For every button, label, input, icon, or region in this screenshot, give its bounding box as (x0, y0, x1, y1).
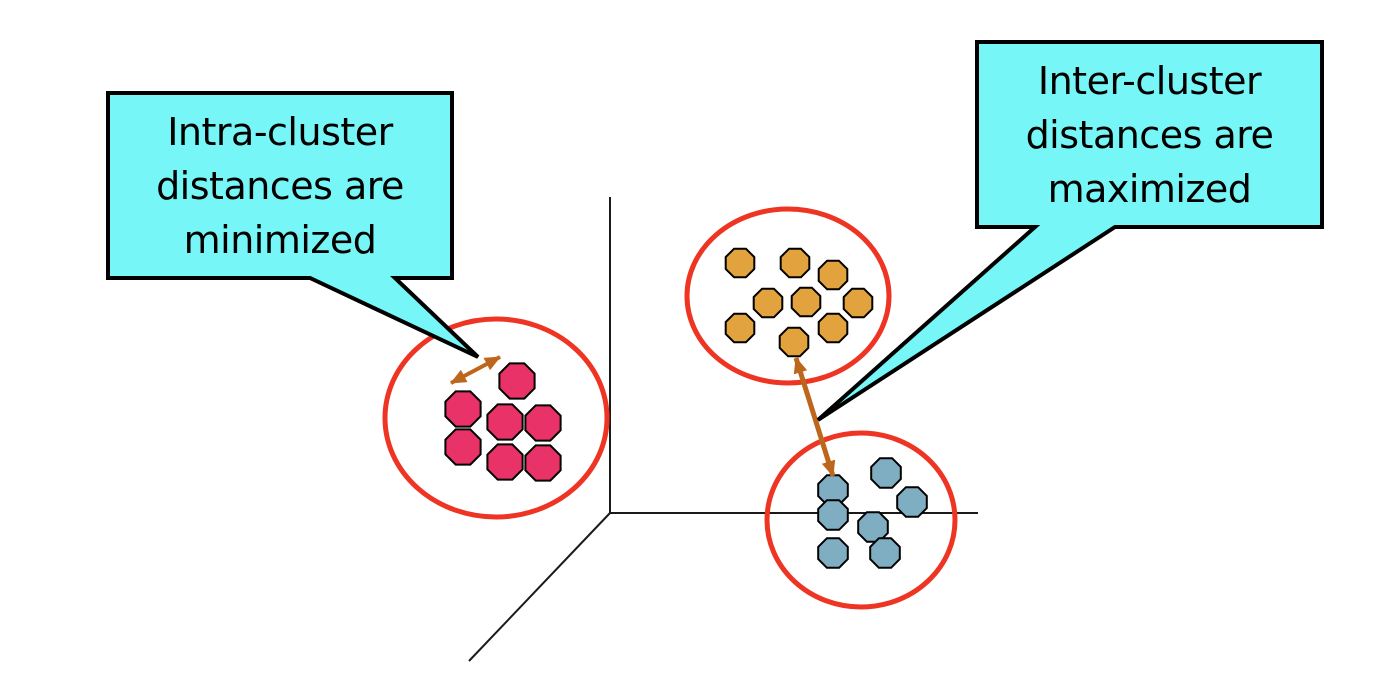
pink-cluster-ring (382, 316, 610, 520)
pink-cluster-point-octagon (524, 444, 562, 482)
orange-cluster-point-octagon (817, 259, 849, 291)
blue-cluster-point-octagon (870, 457, 902, 489)
orange-cluster-point-octagon (779, 247, 811, 279)
blue-cluster-point-octagon (817, 537, 849, 569)
blue-cluster-ring (764, 430, 958, 610)
pink-cluster-point-octagon (444, 390, 482, 428)
axis-diagonal (468, 512, 611, 662)
pink-cluster (382, 316, 610, 520)
orange-cluster-point-octagon (790, 286, 822, 318)
inter-cluster-callout-shape (816, 40, 1324, 422)
blue-cluster (764, 430, 958, 610)
orange-cluster-ring (684, 206, 892, 386)
blue-cluster-point-octagon (817, 499, 849, 531)
orange-cluster-point-octagon (817, 312, 849, 344)
pink-cluster-point-octagon (524, 404, 562, 442)
intra-cluster-distance-arrow (450, 355, 501, 385)
orange-cluster-point-octagon (842, 287, 874, 319)
orange-cluster-point-octagon (724, 312, 756, 344)
blue-cluster-point-octagon (869, 537, 901, 569)
pink-cluster-point-octagon (498, 362, 536, 400)
blue-cluster-point-octagon (896, 486, 928, 518)
orange-cluster-point-octagon (752, 287, 784, 319)
pink-cluster-point-octagon (486, 403, 524, 441)
orange-cluster (684, 206, 892, 386)
pink-cluster-point-octagon (444, 428, 482, 466)
inter-cluster-distance-arrow (793, 357, 836, 477)
pink-cluster-point-octagon (486, 443, 524, 481)
orange-cluster-point-octagon (724, 247, 756, 279)
orange-cluster-point-octagon (778, 326, 810, 358)
intra-cluster-callout-shape (106, 91, 480, 359)
